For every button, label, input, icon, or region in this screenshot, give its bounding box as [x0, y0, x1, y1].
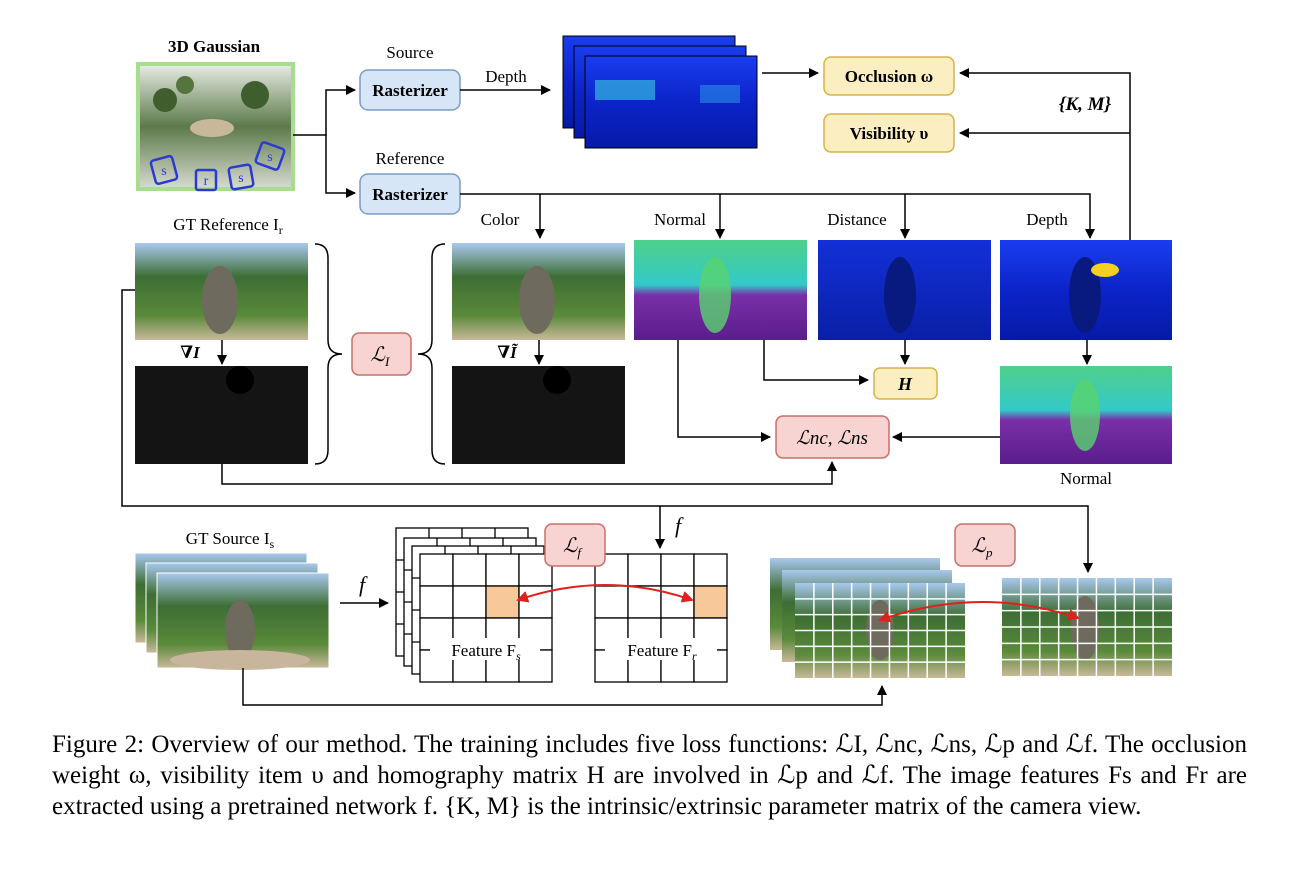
feature-r-label: Feature Fr: [627, 641, 697, 663]
gaussian-image: [136, 62, 295, 191]
figure-caption: Figure 2: Overview of our method. The tr…: [52, 731, 1247, 820]
feature-cell: [485, 585, 520, 619]
loss-f-label: ℒf: [563, 535, 583, 560]
camera-letter-4: s: [267, 150, 272, 165]
rasterizer-reference: Rasterizer: [372, 185, 448, 204]
feature-reference-grid: [594, 553, 728, 683]
patch-grid-reference: [1002, 578, 1172, 676]
loss-p-label: ℒp: [972, 535, 993, 560]
gt-reference-image: [135, 243, 308, 340]
depth-image: [1000, 240, 1172, 340]
feature-match-arrow: [516, 584, 694, 603]
loss-f-box: [544, 523, 606, 567]
loss-ncns-label: ℒnc, ℒns: [796, 428, 868, 449]
grad-i-label: ∇I: [180, 343, 201, 362]
feature-cell: [419, 585, 454, 619]
feature-cell: [627, 553, 662, 587]
gt-source-label: GT Source Is: [186, 529, 275, 551]
feature-cell: [485, 553, 520, 587]
feature-cell: [594, 585, 629, 619]
normal-bottom-label: Normal: [1060, 469, 1112, 488]
feature-cell: [660, 585, 695, 619]
gaussian-title: 3D Gaussian: [168, 37, 261, 56]
normal-label: Normal: [654, 210, 706, 229]
grad-reference-image: [135, 366, 308, 464]
gt-reference-label: GT Reference Ir: [173, 215, 282, 237]
feature-cell: [419, 553, 454, 587]
feature-cell: [452, 553, 487, 587]
depth-label: Depth: [1026, 210, 1068, 229]
visibility-label: Visibility υ: [850, 124, 929, 143]
f-label-left: f: [359, 572, 368, 597]
distance-image: [818, 240, 991, 340]
h-label: H: [897, 374, 913, 394]
camera-letter-3: s: [238, 171, 243, 186]
camera-letter-1: s: [161, 164, 166, 179]
h-box: [873, 367, 938, 400]
depth-stack: [562, 35, 758, 149]
feature-cell: [452, 585, 487, 619]
source-label: Source: [386, 43, 433, 62]
depth-top-label: Depth: [485, 67, 527, 86]
color-label: Color: [481, 210, 520, 229]
km-label: {K, M}: [1059, 94, 1112, 115]
feature-s-label: Feature Fs: [451, 641, 521, 663]
brace-right: [314, 243, 343, 465]
patch-match-arrow: [878, 601, 1080, 623]
camera-letter-2: r: [204, 174, 209, 189]
loss-p-box: [954, 523, 1016, 567]
distance-label: Distance: [827, 210, 886, 229]
loss-i-box: [351, 332, 412, 376]
brace-left: [417, 243, 446, 465]
loss-ncns-box: [775, 415, 890, 459]
rasterizer-source: Rasterizer: [372, 81, 448, 100]
color-image: [452, 243, 625, 340]
patch-source-stack: [770, 558, 965, 678]
normal-image: [634, 240, 807, 340]
occlusion-label: Occlusion ω: [845, 67, 933, 86]
visibility-box: [823, 113, 955, 153]
feature-cell: [693, 553, 728, 587]
normal-bottom-image: [1000, 366, 1172, 464]
grad-it-label: ∇Ĩ: [497, 343, 518, 362]
grad-color-image: [452, 366, 625, 464]
feature-source-grid: [395, 527, 553, 683]
f-label-top: f: [675, 513, 684, 538]
feature-cell: [693, 585, 728, 619]
camera-icons: [149, 141, 286, 192]
occlusion-box: [823, 56, 955, 96]
gt-source-stack: [134, 552, 330, 670]
loss-i-label: ℒI: [371, 344, 390, 369]
feature-cell: [660, 553, 695, 587]
reference-label: Reference: [376, 149, 445, 168]
